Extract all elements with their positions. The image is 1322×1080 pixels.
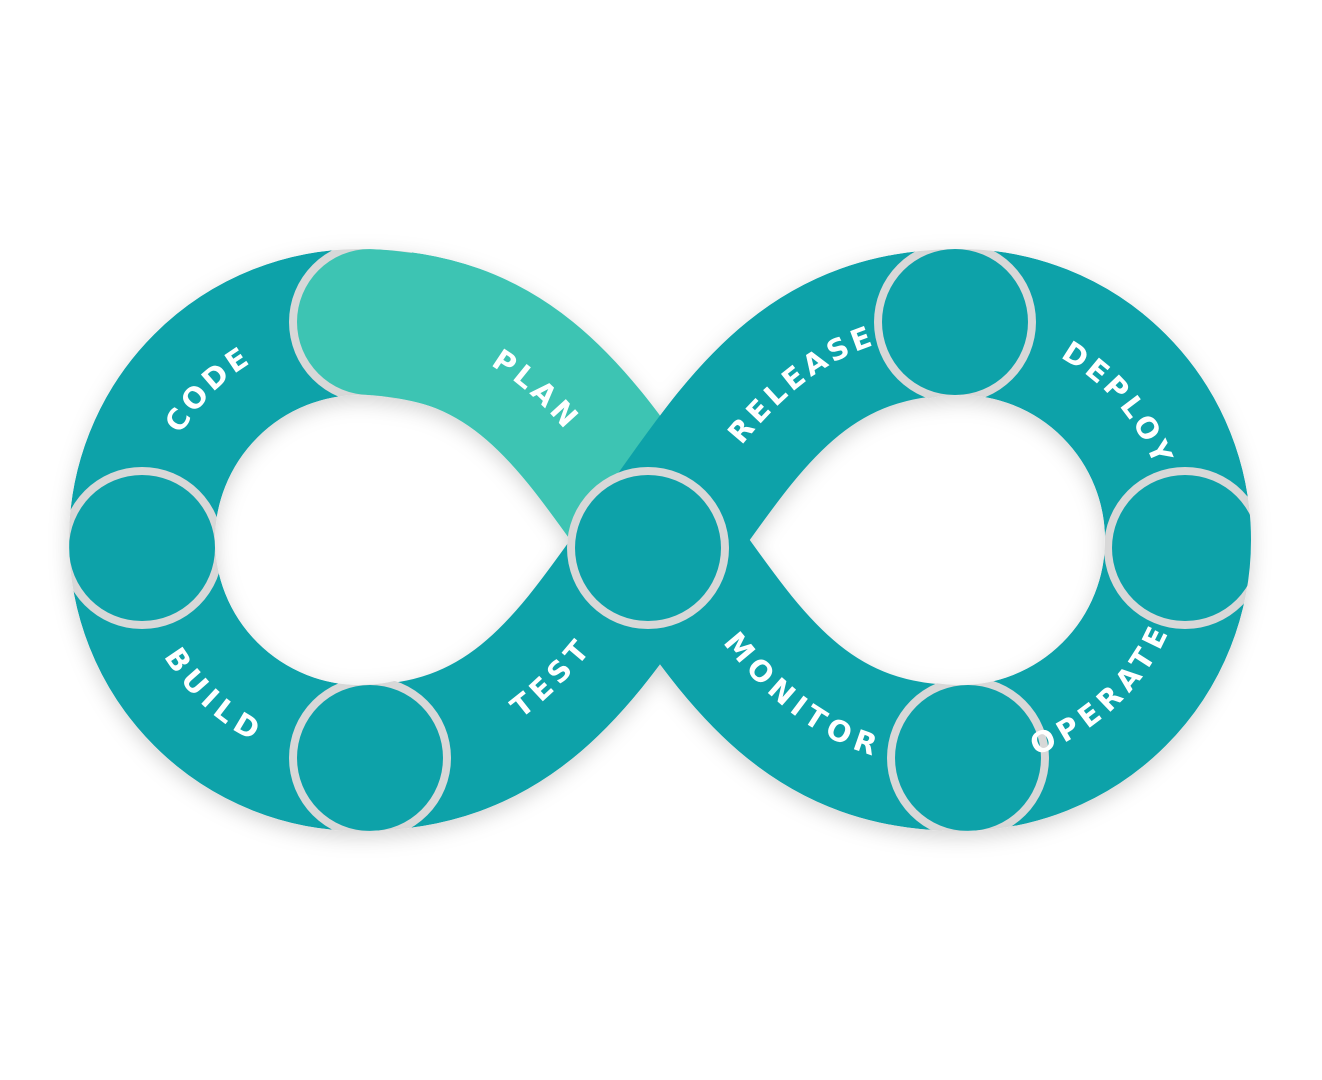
cap-code (69, 475, 215, 621)
cap-deploy (1112, 475, 1258, 621)
cap-operate (895, 685, 1041, 831)
cap-test (575, 475, 721, 621)
cap-release (882, 249, 1028, 395)
cap-build (297, 685, 443, 831)
